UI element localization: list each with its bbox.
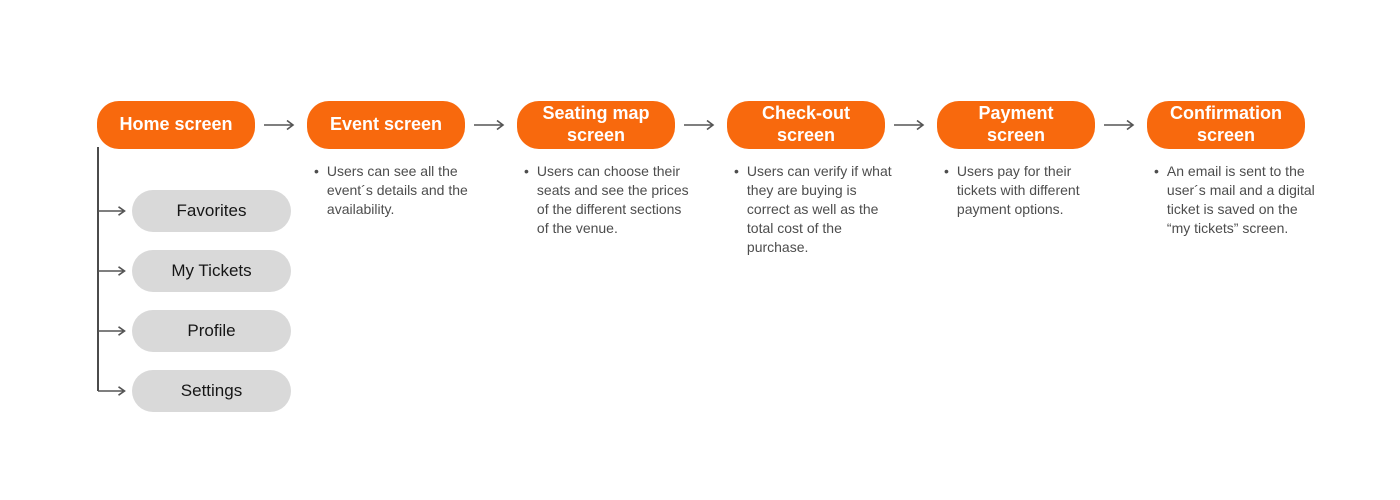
flow-step-description: • Users can choose their seats and see t… <box>517 162 693 238</box>
flow-node-event-screen[interactable]: Event screen <box>307 101 465 149</box>
flow-column-seating-map: Seating map screen • Users can choose th… <box>517 101 689 238</box>
subscreen-label: Favorites <box>176 201 247 220</box>
subscreen-label: Settings <box>180 381 243 400</box>
flow-step-description: • Users can verify if what they are buyi… <box>727 162 903 257</box>
arrow-right-icon <box>1104 119 1135 131</box>
description-text: Users can choose their seats and see the… <box>536 163 689 236</box>
description-text: An email is sent to the user´s mail and … <box>1166 163 1315 236</box>
home-subscreen-favorites[interactable]: Favorites <box>132 190 291 232</box>
subscreen-label: My Tickets <box>171 261 252 280</box>
flow-column-payment: Payment screen • Users pay for their tic… <box>937 101 1095 219</box>
arrow-right-icon <box>684 119 715 131</box>
home-subscreen-my-tickets[interactable]: My Tickets <box>132 250 291 292</box>
flow-column-event: Event screen • Users can see all the eve… <box>307 101 468 219</box>
arrow-right-icon <box>894 119 925 131</box>
home-subscreen-settings[interactable]: Settings <box>132 370 291 412</box>
flow-node-confirmation-screen[interactable]: Confirmation screen <box>1147 101 1305 149</box>
flow-column-check-out: Check-out screen • Users can verify if w… <box>727 101 892 257</box>
bullet-marker: • <box>1154 163 1159 179</box>
flow-node-label: Home screen <box>119 114 233 135</box>
flow-column-confirmation: Confirmation screen • An email is sent t… <box>1147 101 1315 238</box>
description-text: Users pay for their tickets with differe… <box>956 163 1080 217</box>
flow-node-label: Check-out screen <box>761 103 850 145</box>
home-subscreens-connector <box>97 147 126 396</box>
flow-step-description: • Users can see all the event´s details … <box>307 162 483 219</box>
arrow-right-icon <box>474 119 505 131</box>
flow-column-home: Home screen <box>97 101 255 149</box>
bullet-marker: • <box>734 163 739 179</box>
flow-step-description: • An email is sent to the user´s mail an… <box>1147 162 1323 238</box>
arrow-right-icon <box>264 119 295 131</box>
bullet-marker: • <box>314 163 319 179</box>
flow-node-label: Payment screen <box>978 103 1054 145</box>
flow-node-home-screen[interactable]: Home screen <box>97 101 255 149</box>
subscreen-label: Profile <box>187 321 236 340</box>
flow-node-payment-screen[interactable]: Payment screen <box>937 101 1095 149</box>
flow-node-label: Confirmation screen <box>1170 103 1282 145</box>
flow-step-description: • Users pay for their tickets with diffe… <box>937 162 1113 219</box>
flow-node-seating-map-screen[interactable]: Seating map screen <box>517 101 675 149</box>
bullet-marker: • <box>524 163 529 179</box>
home-subscreen-profile[interactable]: Profile <box>132 310 291 352</box>
description-text: Users can see all the event´s details an… <box>326 163 468 217</box>
flow-node-label: Event screen <box>329 114 443 135</box>
flow-node-label: Seating map screen <box>542 103 650 145</box>
description-text: Users can verify if what they are buying… <box>746 163 892 255</box>
flow-node-check-out-screen[interactable]: Check-out screen <box>727 101 885 149</box>
bullet-marker: • <box>944 163 949 179</box>
